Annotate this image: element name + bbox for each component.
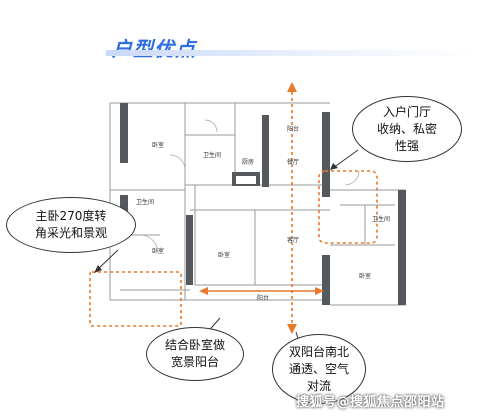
callout-ventilation: 双阳台南北 通透、空气 对流: [272, 334, 366, 404]
room-label-bedroom: 卧室: [152, 248, 165, 255]
room-label-bathroom: 卫生间: [372, 216, 391, 223]
room-label-bathroom: 卫生间: [136, 199, 155, 206]
title-underline: [106, 50, 480, 56]
room-label-bedroom: 卧室: [218, 252, 231, 259]
room-label-bedroom: 卧室: [152, 142, 165, 149]
room-label-balcony: 阳台: [287, 126, 300, 133]
room-label-kitchen: 厨房: [242, 159, 255, 166]
room-label-living-room: 客厅: [287, 237, 300, 244]
callout-master-bedroom: 主卧270度转 角采光和景观: [6, 197, 136, 253]
room-label-bedroom: 卧室: [359, 273, 372, 280]
callout-balcony: 结合卧室做 宽景阳台: [146, 327, 244, 381]
room-label-balcony: 阳台: [257, 295, 270, 302]
room-label-bathroom: 卫生间: [203, 152, 222, 159]
room-label-dining: 餐厅: [287, 159, 300, 166]
watermark: 搜狐号@搜狐焦点邵阳站: [296, 395, 445, 410]
callout-entrance: 入户门厅 收纳、私密 性强: [352, 96, 462, 162]
page-title: 户型优点: [112, 37, 196, 61]
